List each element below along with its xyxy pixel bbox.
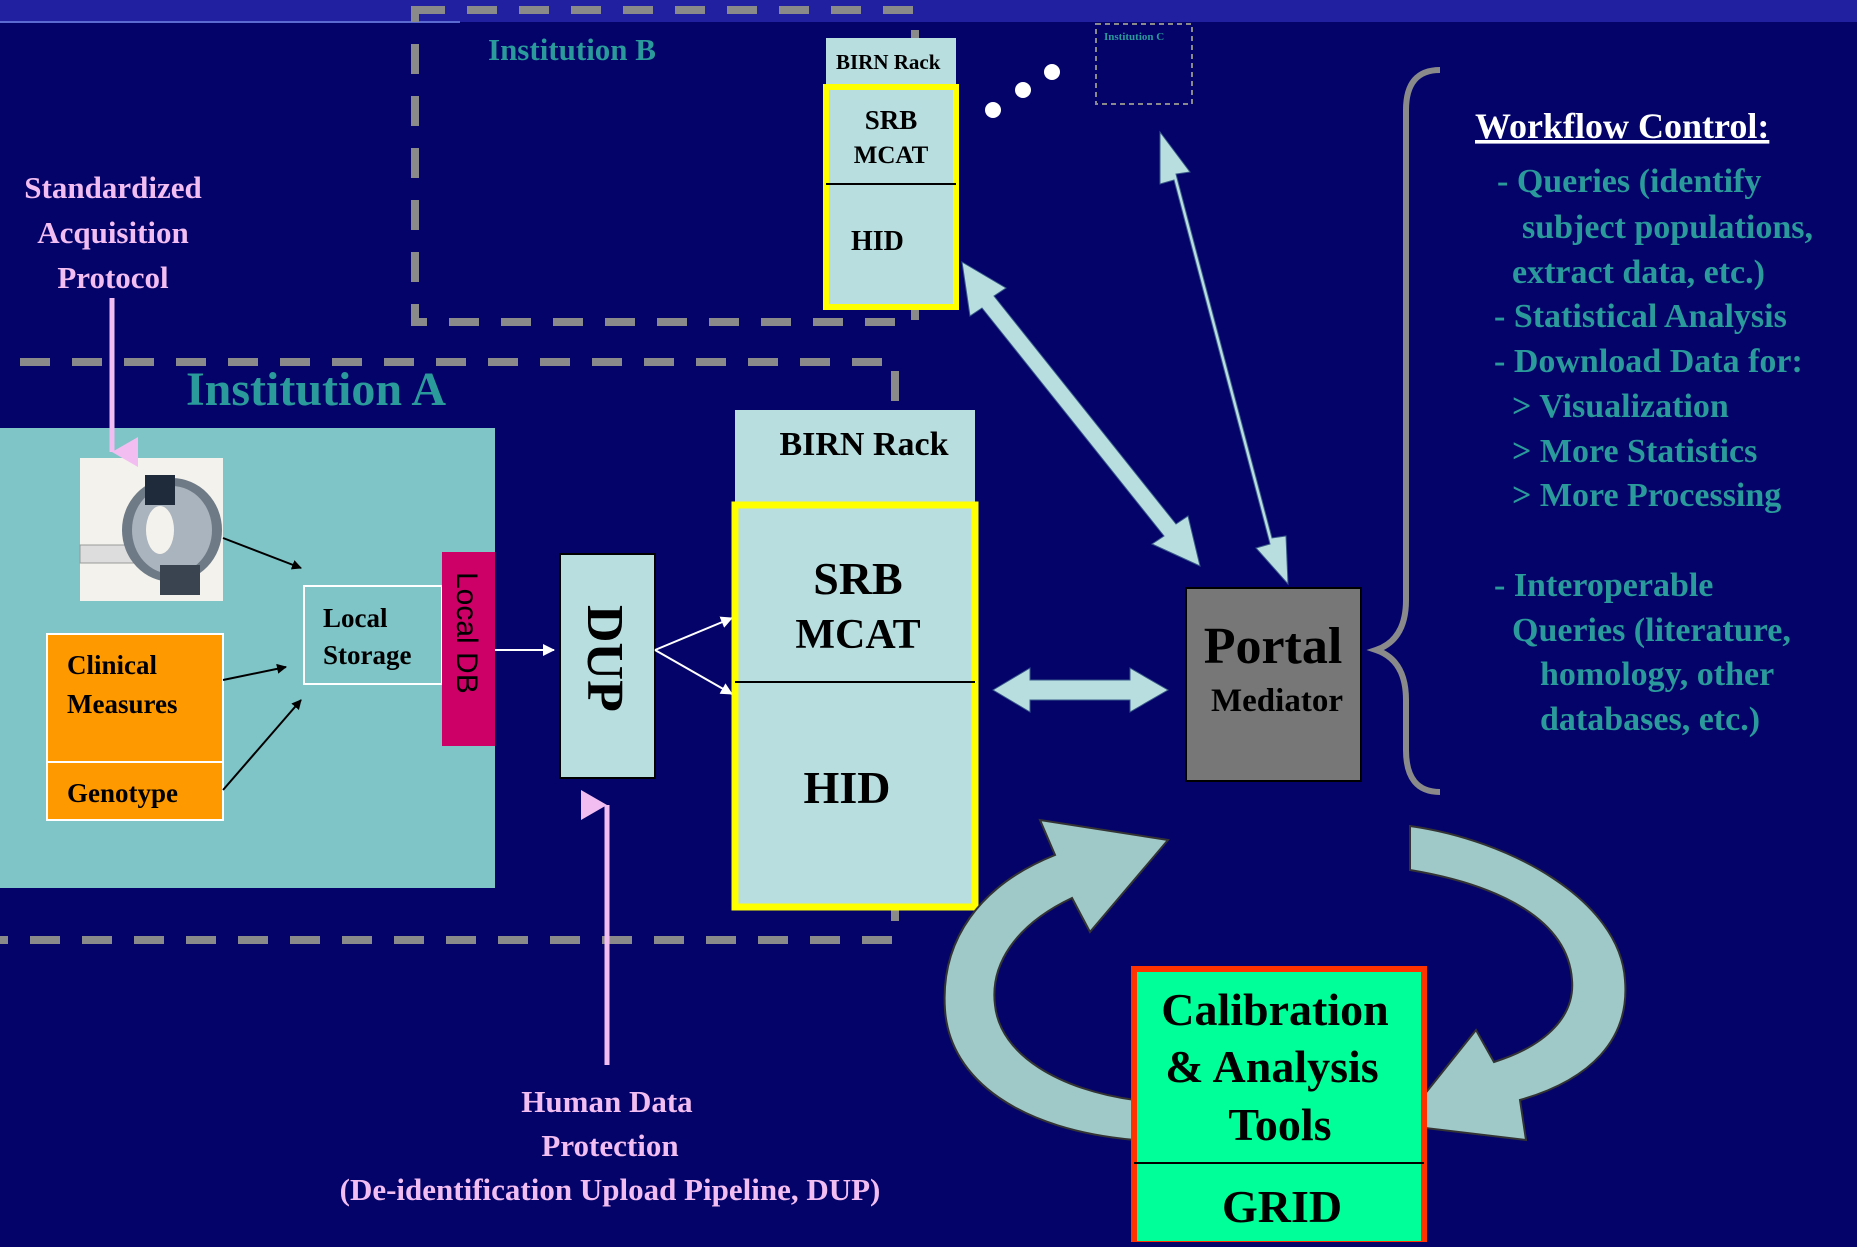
dup-label: DUP xyxy=(576,605,633,712)
genotype-label: Genotype xyxy=(67,778,178,808)
workflow-item: Queries (literature, xyxy=(1512,612,1791,649)
institution-a-label: Institution A xyxy=(186,363,446,416)
institution-c-region xyxy=(1095,23,1193,105)
local-db-label: Local DB xyxy=(450,572,483,694)
workflow-item: homology, other xyxy=(1540,656,1774,693)
portal-title: Portal xyxy=(1204,618,1343,675)
workflow-item: - Queries (identify xyxy=(1497,163,1761,200)
more-institutions-dot xyxy=(985,102,1001,118)
workflow-item: subject populations, xyxy=(1522,209,1813,246)
clinical-measures-line2: Measures xyxy=(67,689,177,719)
institution-b-label: Institution B xyxy=(488,32,656,67)
portal-subtitle: Mediator xyxy=(1211,683,1343,719)
institution-b-rack-header xyxy=(826,38,956,88)
workflow-item: - Download Data for: xyxy=(1494,343,1803,380)
clinical-measures-box xyxy=(46,633,224,763)
more-institutions-dot xyxy=(1044,64,1060,80)
institution-b-rack-label: BIRN Rack xyxy=(836,50,941,74)
workflow-list: - Queries (identify subject populations,… xyxy=(1494,163,1813,738)
dup-box xyxy=(559,553,656,779)
clinical-to-storage-arrow xyxy=(222,663,287,681)
institution-a-rack-label: BIRN Rack xyxy=(779,426,948,463)
scanner-to-storage-arrow xyxy=(222,537,302,570)
calibration-line2: & Analysis xyxy=(1165,1041,1378,1092)
workflow-item: - Statistical Analysis xyxy=(1494,298,1787,335)
institution-b-hid: HID xyxy=(851,226,904,257)
human-data-line1: Human Data xyxy=(521,1084,693,1119)
instc-portal-double-arrow xyxy=(1159,130,1289,586)
institution-a-rack-body xyxy=(731,501,979,911)
grid-label: GRID xyxy=(1222,1181,1342,1232)
calibration-line3: Tools xyxy=(1228,1099,1331,1150)
instb-portal-double-arrow xyxy=(961,261,1201,567)
institution-b-region xyxy=(411,6,919,326)
rack-portal-double-arrow xyxy=(992,667,1169,713)
protocol-line1: Standardized xyxy=(24,170,201,205)
human-data-line3: (De-identification Upload Pipeline, DUP) xyxy=(340,1172,881,1207)
calibration-tools-box xyxy=(1131,966,1427,1247)
more-institutions-dot xyxy=(1015,82,1031,98)
local-storage-box xyxy=(303,585,443,685)
workflow-item: databases, etc.) xyxy=(1540,701,1760,738)
protocol-line3: Protocol xyxy=(57,260,169,295)
mri-scanner-icon xyxy=(79,458,223,601)
institution-a-rack-header xyxy=(735,410,975,502)
local-db-box xyxy=(442,552,495,746)
protocol-line2: Acquisition xyxy=(37,215,189,250)
header-band xyxy=(0,0,1857,22)
workflow-item: extract data, etc.) xyxy=(1512,254,1765,291)
human-data-line2: Protection xyxy=(541,1128,678,1163)
dup-to-srb-arrow xyxy=(654,616,733,651)
institution-a-hid: HID xyxy=(804,762,891,813)
institution-a-mcat: MCAT xyxy=(795,612,920,658)
institution-a-srb: SRB xyxy=(813,553,902,604)
institution-b-mcat: MCAT xyxy=(854,142,929,169)
local-storage-line1: Local xyxy=(323,603,388,633)
genotype-box xyxy=(46,761,224,821)
clinical-measures-line1: Clinical xyxy=(67,650,158,680)
institution-c-label: Institution C xyxy=(1104,31,1164,43)
genotype-to-storage-arrow xyxy=(222,699,302,791)
workflow-item: > Visualization xyxy=(1512,388,1729,425)
institution-b-rack-body xyxy=(823,84,959,310)
calibration-line1: Calibration xyxy=(1161,984,1388,1035)
portal-mediator-box xyxy=(1185,587,1362,782)
local-storage-line2: Storage xyxy=(323,640,411,670)
dup-to-hid-arrow xyxy=(654,649,733,695)
institution-b-srb: SRB xyxy=(865,105,918,135)
workflow-item: - Interoperable xyxy=(1494,567,1713,604)
workflow-item: > More Processing xyxy=(1512,477,1781,514)
workflow-title: Workflow Control: xyxy=(1475,106,1769,146)
calibration-cycle-arrows xyxy=(943,818,1627,1142)
workflow-brace xyxy=(1366,67,1441,795)
workflow-item: > More Statistics xyxy=(1512,433,1757,470)
